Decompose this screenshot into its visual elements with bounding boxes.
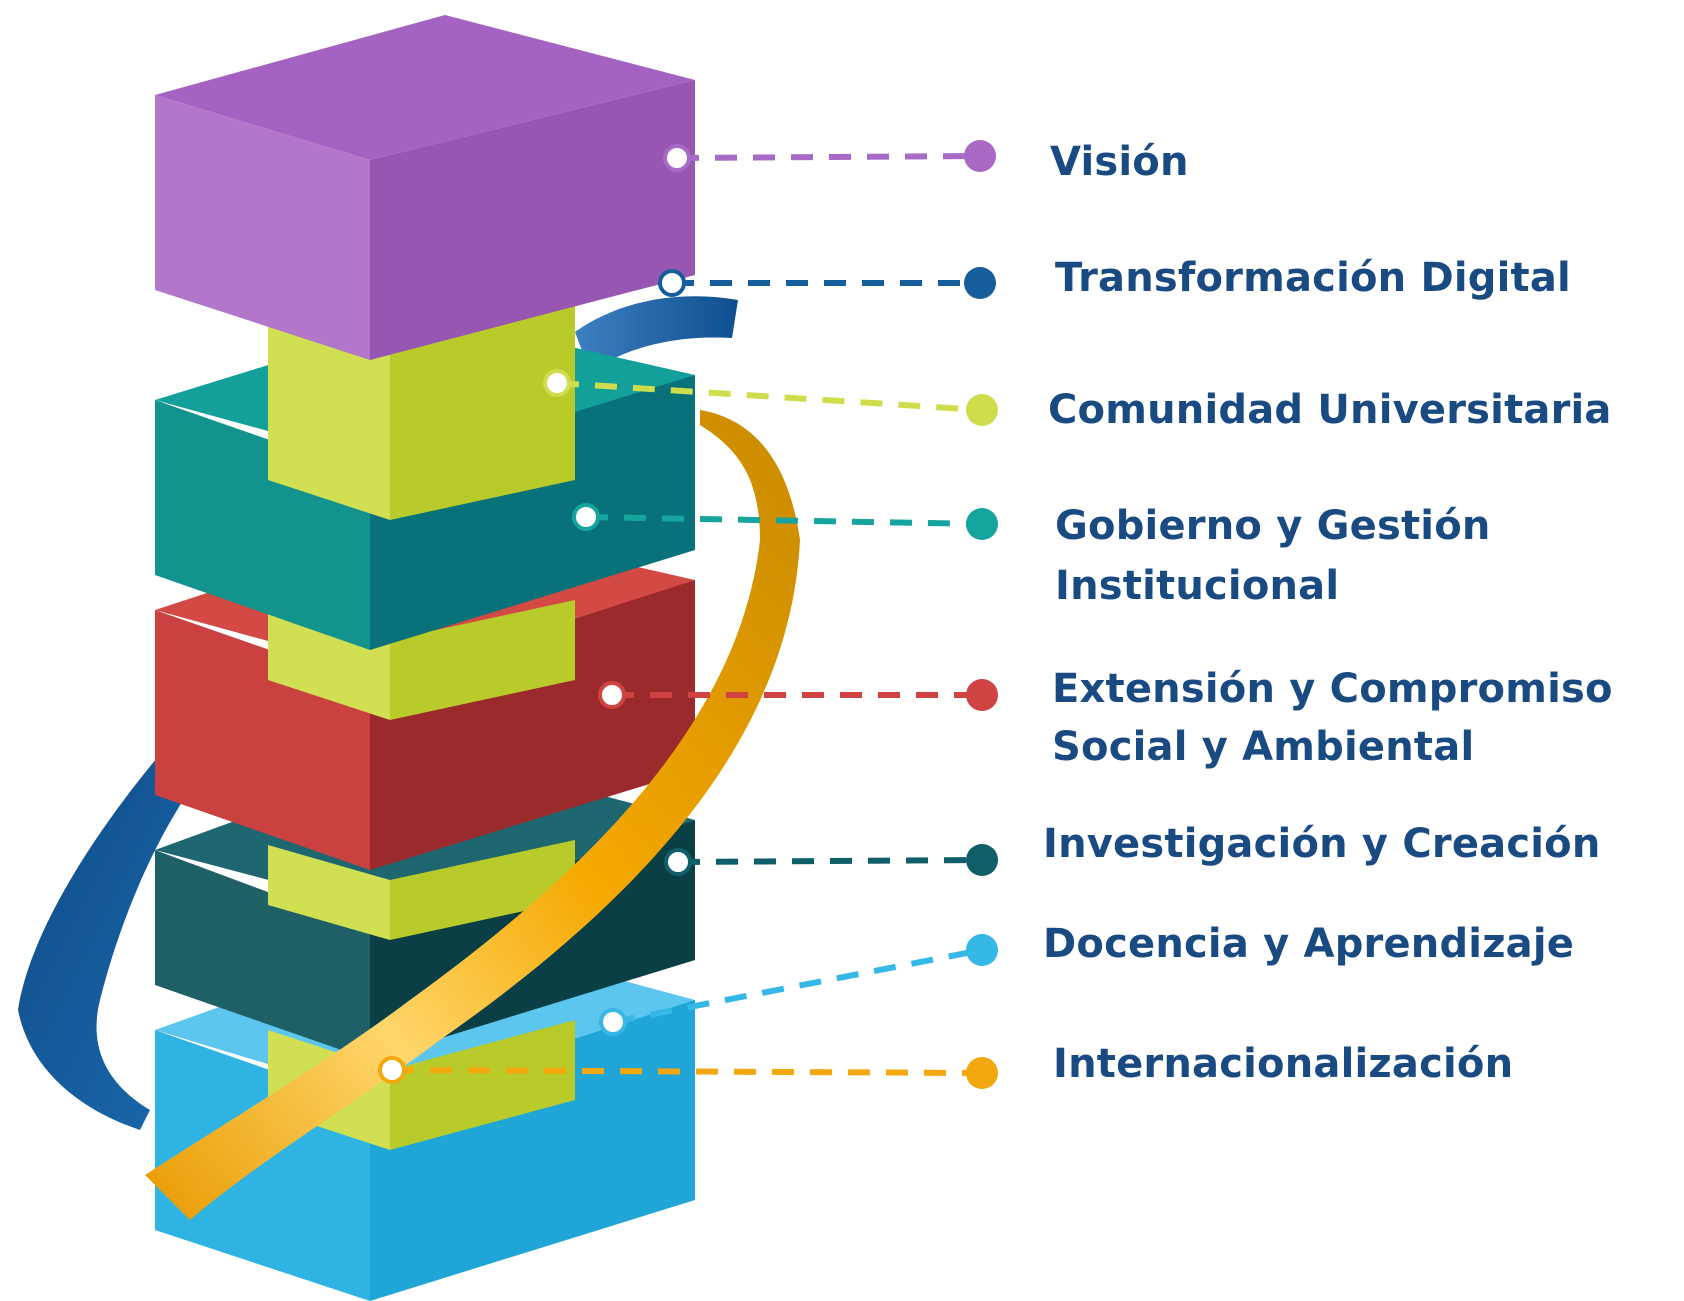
block-gobierno-right <box>370 375 695 650</box>
label-comunidad-universitaria: Comunidad Universitaria <box>1048 387 1612 433</box>
label-internacionalizacion: Internacionalización <box>1053 1041 1514 1087</box>
gold-ribbon <box>145 410 800 1220</box>
connector-end-dot-comunidad-universitaria <box>966 394 998 426</box>
connector-line-gobierno <box>585 514 983 527</box>
connector-start-dot-gobierno <box>572 503 600 531</box>
blue-band-back <box>18 722 220 1130</box>
label-gobierno-line1: Gobierno y Gestión <box>1055 503 1491 549</box>
label-extension-line1: Extensión y Compromiso <box>1052 666 1613 712</box>
connector-start-dot-extension <box>598 681 626 709</box>
connector-end-dot-vision <box>964 140 996 172</box>
label-extension-line2: Social y Ambiental <box>1052 724 1475 770</box>
label-investigacion: Investigación y Creación <box>1043 821 1601 867</box>
connector-end-dot-transformacion-digital <box>964 267 996 299</box>
label-docencia: Docencia y Aprendizaje <box>1043 921 1575 967</box>
connector-start-dot-docencia <box>599 1008 627 1036</box>
connector-line-vision <box>676 153 981 161</box>
connector-end-dot-gobierno <box>966 508 998 540</box>
block-investigacion-left <box>155 850 370 1060</box>
connector-start-dot-vision <box>663 144 691 172</box>
label-vision: Visión <box>1050 139 1189 185</box>
block-vision-top <box>155 15 695 160</box>
connector-end-dot-extension <box>966 679 998 711</box>
connector-end-dot-internacionalizacion <box>966 1057 998 1089</box>
block-docencia-right <box>370 1000 695 1301</box>
connector-line-docencia <box>612 947 983 1025</box>
connector-start-dot-comunidad-universitaria <box>543 369 571 397</box>
connector-start-dot-internacionalizacion <box>378 1056 406 1084</box>
block-extension-right <box>370 580 695 870</box>
connector-line-comunidad-universitaria <box>556 380 983 413</box>
label-transformacion-digital: Transformación Digital <box>1055 255 1571 301</box>
connector-end-dot-docencia <box>966 934 998 966</box>
connector-start-dot-transformacion-digital <box>658 269 686 297</box>
block-vision-right <box>370 80 695 360</box>
connector-start-dot-investigacion <box>664 848 692 876</box>
label-gobierno-line2: Institucional <box>1055 563 1340 609</box>
connector-line-investigacion <box>677 857 983 865</box>
block-vision-left <box>155 95 370 360</box>
connector-end-dot-investigacion <box>966 844 998 876</box>
connectors <box>378 140 998 1089</box>
blue-band-top <box>575 296 738 372</box>
